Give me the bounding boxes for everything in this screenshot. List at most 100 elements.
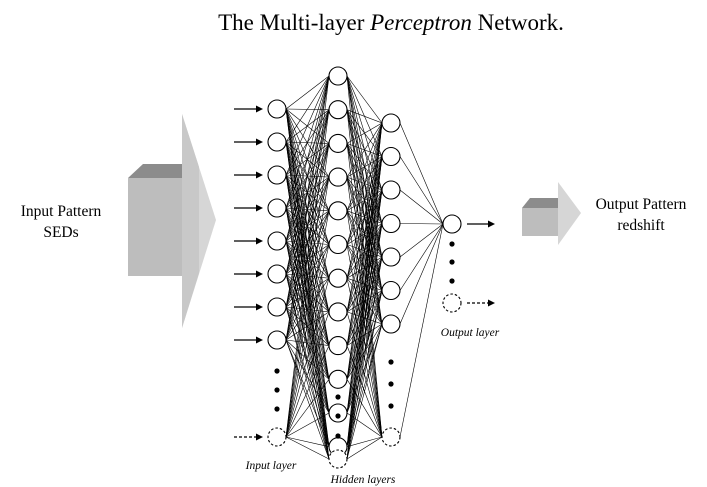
connection-line bbox=[285, 75, 330, 438]
output-layer-label: Output layer bbox=[441, 327, 500, 339]
connection-line bbox=[285, 109, 330, 438]
input-layer-node bbox=[267, 330, 287, 350]
connection-line bbox=[285, 143, 330, 438]
connection-line bbox=[285, 339, 330, 380]
input-arrow-head bbox=[256, 171, 263, 179]
connection-line bbox=[399, 223, 444, 325]
connection-line bbox=[399, 156, 444, 225]
connection-line bbox=[346, 412, 383, 438]
input-arrow bbox=[234, 105, 263, 113]
output-layer-continuation-dot bbox=[449, 259, 455, 265]
input-arrow-head bbox=[256, 105, 263, 113]
connection-line bbox=[346, 122, 383, 178]
hidden-layer-1-node bbox=[328, 268, 348, 288]
connection-line bbox=[346, 122, 383, 414]
output-dashed-arrow-head bbox=[488, 299, 495, 307]
connection-line bbox=[285, 339, 330, 414]
input-arrows bbox=[234, 105, 495, 441]
connection-line bbox=[346, 122, 383, 144]
hidden-layer-2-node bbox=[381, 180, 401, 200]
connection-line bbox=[346, 156, 383, 460]
input-dashed-arrow bbox=[234, 433, 263, 441]
connection-line bbox=[285, 306, 330, 460]
hidden-layer-1-continuation-dot bbox=[335, 394, 341, 400]
network-nodes bbox=[267, 66, 462, 469]
input-arrow bbox=[234, 303, 263, 311]
connection-line bbox=[346, 75, 383, 124]
hidden-layer-2-node bbox=[381, 146, 401, 167]
connection-line bbox=[399, 223, 444, 291]
input-layer-continuation-dot bbox=[274, 368, 280, 374]
input-layer-node bbox=[267, 264, 287, 284]
input-layer-continuation-dot bbox=[274, 406, 280, 412]
output-arrow-head bbox=[488, 220, 495, 228]
input-pattern-label: Input Pattern bbox=[21, 203, 102, 220]
hidden-layer-1-node bbox=[328, 336, 348, 356]
output-pattern-sublabel: redshift bbox=[617, 217, 665, 234]
connection-line bbox=[285, 75, 330, 275]
input-arrow bbox=[234, 171, 263, 179]
connection-line bbox=[285, 75, 330, 341]
connection-line bbox=[285, 436, 330, 460]
input-arrow-head bbox=[256, 204, 263, 212]
input-arrow-body bbox=[128, 178, 182, 276]
hidden-layer-1-continuation-dot bbox=[335, 413, 341, 419]
connection-line bbox=[399, 223, 444, 438]
input-arrow bbox=[234, 270, 263, 278]
input-arrow-head bbox=[256, 270, 263, 278]
input-arrow-head bbox=[256, 237, 263, 245]
hidden-layer-2-node bbox=[381, 314, 401, 334]
input-arrow-head bbox=[256, 303, 263, 311]
input-layer-node bbox=[267, 198, 287, 218]
connection-line bbox=[285, 339, 330, 346]
connection-line bbox=[346, 109, 383, 124]
connection-line bbox=[285, 75, 330, 209]
connection-line bbox=[346, 290, 383, 460]
hidden-layer-1-node bbox=[328, 201, 348, 221]
input-arrow bbox=[234, 138, 263, 146]
input-layer-node bbox=[267, 165, 287, 185]
connection-line bbox=[399, 122, 444, 225]
connection-line bbox=[346, 122, 383, 279]
input-arrow bbox=[234, 204, 263, 212]
connection-line bbox=[399, 189, 444, 225]
input-layer-node bbox=[267, 231, 287, 251]
connection-line bbox=[285, 339, 330, 460]
input-layer-label: Input layer bbox=[245, 460, 297, 472]
connection-line bbox=[285, 379, 330, 438]
input-layer-node bbox=[267, 297, 287, 317]
hidden-layer-1-continuation-dot bbox=[335, 433, 341, 439]
connection-line bbox=[285, 75, 330, 308]
connection-line bbox=[346, 122, 383, 245]
connection-line bbox=[285, 339, 330, 447]
output-arrow bbox=[467, 220, 495, 228]
hidden-layer-1-node bbox=[328, 167, 348, 187]
connection-line bbox=[285, 412, 330, 438]
hidden-layer-2-dashed-node bbox=[381, 427, 401, 447]
title-italic-word: Perceptron bbox=[369, 10, 472, 35]
connection-line bbox=[346, 379, 383, 438]
hidden-layer-2-continuation-dot bbox=[388, 381, 394, 387]
input-arrow-head-shade bbox=[182, 114, 199, 328]
hidden-layer-1-node bbox=[328, 369, 348, 389]
output-arrow-head bbox=[558, 182, 581, 245]
hidden-layer-2-node bbox=[381, 280, 401, 301]
input-arrow-head bbox=[256, 138, 263, 146]
connection-line bbox=[346, 122, 383, 211]
connection-line bbox=[346, 436, 383, 460]
connection-line bbox=[346, 122, 383, 380]
input-arrow-top-face bbox=[128, 164, 182, 178]
connection-line bbox=[346, 189, 383, 460]
hidden-layer-1-node bbox=[328, 100, 348, 120]
hidden-layer-2-continuation-dot bbox=[388, 403, 394, 409]
hidden-layer-1-node bbox=[328, 133, 348, 153]
connection-line bbox=[285, 210, 330, 438]
connection-line bbox=[285, 109, 330, 341]
connection-line bbox=[346, 223, 383, 460]
input-layer-continuation-dot bbox=[274, 387, 280, 393]
output-block-arrow bbox=[522, 182, 581, 245]
input-pattern-sublabel: SEDs bbox=[43, 224, 78, 241]
input-arrow bbox=[234, 336, 263, 344]
network-connections bbox=[285, 75, 444, 460]
